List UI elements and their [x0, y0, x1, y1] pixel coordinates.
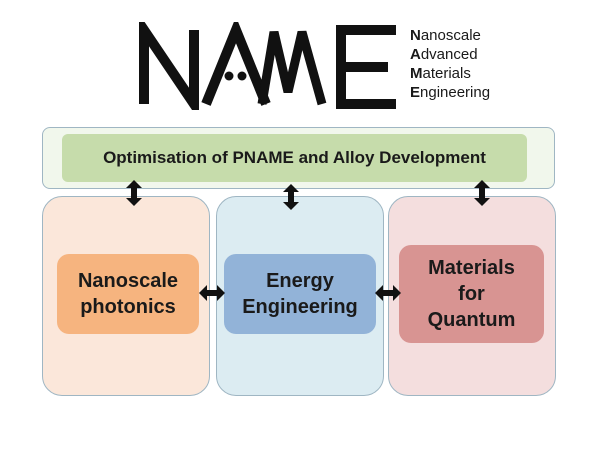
- expansion-line-3: Materials: [410, 65, 471, 82]
- photonics-line-2: photonics: [80, 296, 176, 318]
- expansion-line-1: Nanoscale: [410, 27, 481, 44]
- quantum-line-3: Quantum: [427, 309, 516, 331]
- expansion-line-4: Engineering: [410, 84, 491, 101]
- quantum-line-2: for: [458, 283, 485, 305]
- name-logo-icon: [139, 22, 396, 110]
- nanoscale-photonics-box: Nanoscale photonics: [57, 254, 199, 334]
- double-headed-horizontal-arrow-icon: [199, 285, 225, 301]
- logo-expansion: Nanoscale Advanced Materials Engineering: [410, 26, 590, 102]
- expansion-line-2: Advanced: [410, 46, 478, 63]
- energy-line-2: Engineering: [242, 296, 358, 318]
- quantum-line-1: Materials: [428, 257, 515, 279]
- banner-label: Optimisation of PNAME and Alloy Developm…: [62, 134, 527, 182]
- materials-for-quantum-box: Materials for Quantum: [399, 245, 544, 343]
- double-headed-vertical-arrow-icon: [474, 180, 490, 206]
- photonics-line-1: Nanoscale: [77, 270, 179, 292]
- energy-line-1: Energy: [266, 270, 334, 292]
- energy-engineering-box: Energy Engineering: [224, 254, 376, 334]
- double-headed-horizontal-arrow-icon: [375, 285, 401, 301]
- double-headed-vertical-arrow-icon: [126, 180, 142, 206]
- double-headed-vertical-arrow-icon: [283, 184, 299, 210]
